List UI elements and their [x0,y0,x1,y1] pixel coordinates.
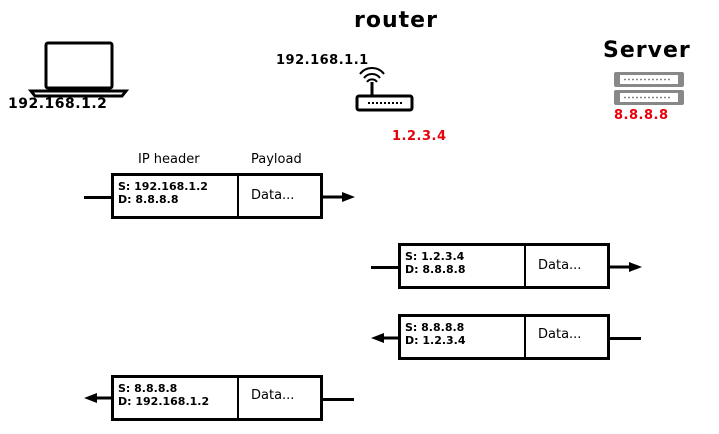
packet-4-dst: D: 192.168.1.2 [118,395,210,408]
packet-1-payload: Data... [251,188,295,203]
packet-4-payload: Data... [251,388,295,403]
payload-label: Payload [251,152,302,167]
arrow-left-icon [84,393,114,403]
server-icon [614,72,684,105]
packet-4-src: S: 8.8.8.8 [118,382,178,395]
packet-3-payload: Data... [538,327,582,342]
arrow-left-icon [371,333,401,343]
packet-1-src: S: 192.168.1.2 [118,180,208,193]
packet-1: S: 192.168.1.2 D: 8.8.8.8 Data... [111,173,323,219]
packet-2-src: S: 1.2.3.4 [405,250,465,263]
router-lan-ip: 192.168.1.1 [276,53,369,68]
arrow-right-icon [320,192,355,202]
router-icon [355,67,414,112]
router-title: router [354,8,438,33]
server-title: Server [603,38,691,63]
packet-2-dst: D: 8.8.8.8 [405,263,466,276]
laptop-ip: 192.168.1.2 [8,96,108,112]
router-wan-ip: 1.2.3.4 [392,129,447,144]
packet-4: S: 8.8.8.8 D: 192.168.1.2 Data... [111,375,323,421]
packet-3-src: S: 8.8.8.8 [405,321,465,334]
ip-header-label: IP header [138,152,200,167]
laptop-icon [27,41,130,98]
server-ip: 8.8.8.8 [614,108,669,123]
arrow-right-icon [607,262,642,272]
packet-3: S: 8.8.8.8 D: 1.2.3.4 Data... [398,314,610,360]
packet-2: S: 1.2.3.4 D: 8.8.8.8 Data... [398,243,610,289]
packet-1-dst: D: 8.8.8.8 [118,193,179,206]
packet-3-dst: D: 1.2.3.4 [405,334,466,347]
packet-2-payload: Data... [538,258,582,273]
